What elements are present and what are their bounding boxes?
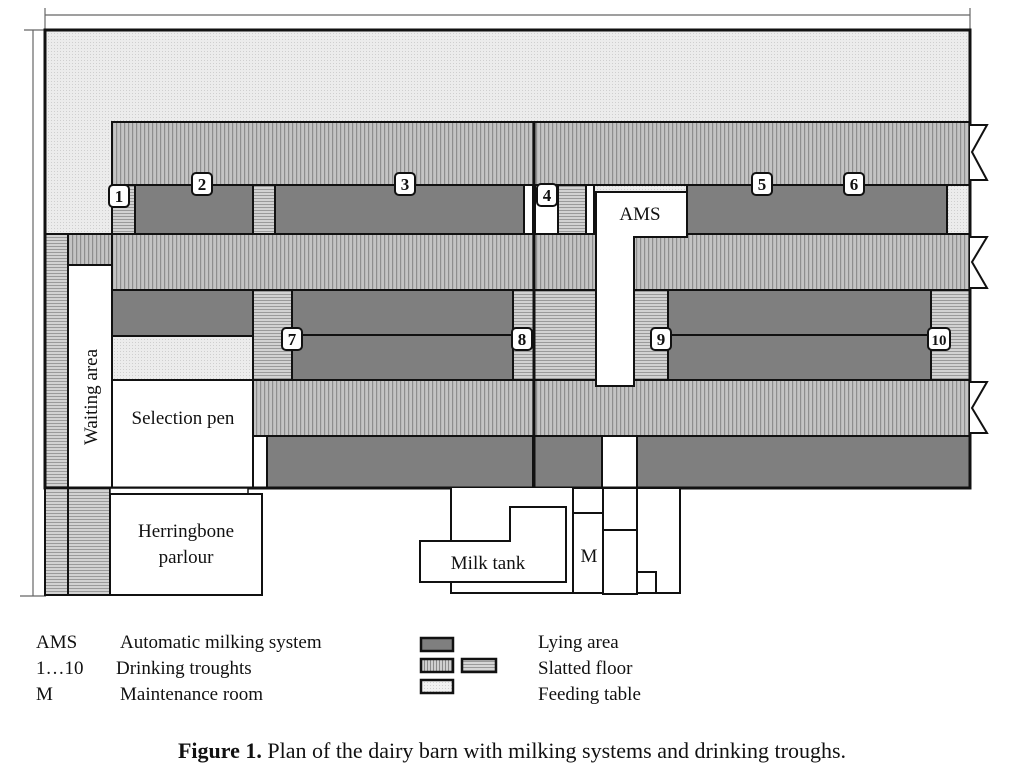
trough-box bbox=[281, 327, 303, 351]
trough-box bbox=[511, 327, 533, 351]
milk-tank-label: Milk tank bbox=[451, 553, 526, 574]
dimension-lines bbox=[20, 8, 971, 597]
legend-area-label: Slatted floor bbox=[538, 658, 633, 679]
caption-text: Plan of the dairy barn with milking syst… bbox=[261, 738, 847, 763]
legend-abbr-row: AMS Automatic milking system bbox=[36, 630, 322, 656]
legend-swatches bbox=[419, 636, 498, 695]
caption-prefix: Figure 1. bbox=[177, 738, 262, 763]
waiting-area-label: Waiting area bbox=[81, 348, 102, 445]
trough-marker: 6 bbox=[843, 172, 865, 196]
trough-number: 3 bbox=[401, 175, 410, 194]
swatch-slatted-vertical bbox=[419, 657, 455, 674]
trough-number: 8 bbox=[518, 330, 527, 349]
herringbone-label-1: Herringbone bbox=[138, 521, 234, 542]
trough-box bbox=[751, 172, 773, 196]
trough-marker: 8 bbox=[511, 327, 533, 351]
trough-number: 6 bbox=[850, 175, 859, 194]
trough-marker: 2 bbox=[191, 172, 213, 196]
legend-abbreviations: AMS Automatic milking system 1…10 Drinking… bbox=[36, 630, 322, 708]
trough-box bbox=[843, 172, 865, 196]
trough-number: 10 bbox=[932, 333, 947, 349]
trough-box bbox=[191, 172, 213, 196]
trough-number: 7 bbox=[288, 330, 297, 349]
legend-areas: Lying area Slatted floor Feeding table bbox=[538, 630, 641, 708]
maintenance-label: M bbox=[581, 546, 598, 567]
trough-box bbox=[650, 327, 672, 351]
figure-caption: Figure 1. Plan of the dairy barn with mi… bbox=[0, 738, 1024, 764]
swatch-slatted-horizontal bbox=[460, 657, 498, 674]
legend-abbr-key: M bbox=[36, 684, 53, 705]
waiting-area bbox=[67, 264, 113, 489]
legend-abbr-row: 1…10 Drinking troughts bbox=[36, 656, 322, 682]
drinking-troughs: 1 2 3 4 5 6 7 8 9 10 bbox=[108, 172, 951, 351]
swatch-lying-area bbox=[419, 636, 455, 653]
herringbone-label-2: parlour bbox=[159, 547, 215, 568]
trough-number: 1 bbox=[115, 187, 124, 206]
selection-pen bbox=[111, 379, 254, 489]
stall-row-3 bbox=[252, 435, 971, 489]
legend-abbr-key: AMS bbox=[36, 632, 78, 653]
trough-marker: 1 bbox=[108, 184, 130, 208]
trough-marker: 9 bbox=[650, 327, 672, 351]
trough-number: 9 bbox=[657, 330, 666, 349]
trough-marker: 4 bbox=[536, 183, 558, 207]
legend-abbr-value: Drinking troughts bbox=[116, 658, 252, 679]
trough-marker: 3 bbox=[394, 172, 416, 196]
bottom-annex bbox=[44, 487, 681, 596]
stall-row-2 bbox=[111, 289, 971, 381]
gate-icons bbox=[970, 124, 989, 434]
ams-label: AMS bbox=[619, 204, 660, 225]
selection-pen-label: Selection pen bbox=[132, 408, 235, 429]
trough-box bbox=[536, 183, 558, 207]
trough-number: 4 bbox=[543, 186, 552, 205]
ams-unit bbox=[595, 191, 688, 387]
trough-number: 2 bbox=[198, 175, 207, 194]
legend-abbr-key: 1…10 bbox=[36, 658, 84, 679]
legend-area-label: Lying area bbox=[538, 632, 619, 653]
legend-abbr-row: M Maintenance room bbox=[36, 682, 322, 708]
trough-marker: 10 bbox=[927, 327, 951, 351]
herringbone-parlour bbox=[109, 493, 263, 596]
trough-number: 5 bbox=[758, 175, 767, 194]
trough-box bbox=[108, 184, 130, 208]
swatch-feeding-table bbox=[419, 678, 455, 695]
trough-marker: 7 bbox=[281, 327, 303, 351]
trough-box bbox=[927, 327, 951, 351]
legend-area-label: Feeding table bbox=[538, 684, 641, 705]
trough-marker: 5 bbox=[751, 172, 773, 196]
trough-box bbox=[394, 172, 416, 196]
legend-abbr-value: Automatic milking system bbox=[120, 632, 322, 653]
milk-tank bbox=[419, 506, 567, 583]
legend-abbr-value: Maintenance room bbox=[120, 684, 263, 705]
